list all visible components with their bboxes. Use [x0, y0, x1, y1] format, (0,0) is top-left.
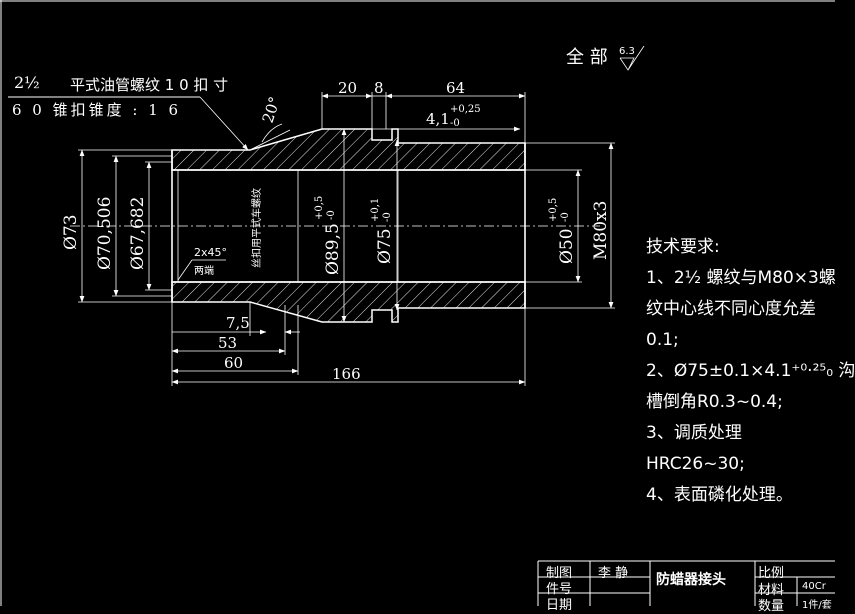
date-label: 日期 [546, 598, 573, 613]
inner-diameters: Ø89,5 +0,5 -0 Ø75 +0,1 -0 Ø50 +0,5 -0 M8… [314, 128, 615, 323]
dim-groove-tol-up: +0,25 [450, 104, 481, 115]
dim-m80x3: M80x3 [591, 201, 611, 260]
qty: 1件/套 [802, 600, 832, 611]
dim-phi89-up: +0,5 [314, 196, 325, 220]
notes-line-7: HRC26~30; [646, 454, 745, 474]
material-label: 材料 [758, 583, 785, 598]
notes-title: 技术要求: [646, 237, 720, 257]
dim-60: 60 [224, 354, 243, 372]
chamfer-note: 2x45° 两端 [177, 246, 227, 281]
thread-note-line2: 6 0 锥扣锥度 : 1 6 [12, 101, 181, 119]
notes-line-8: 4、表面磷化处理。 [646, 485, 793, 505]
drawn-by-label: 制图 [546, 566, 573, 581]
dim-phi73: Ø73 [61, 214, 81, 250]
title-block: 制图 李 静 件号 日期 防蜡器接头 比例 材料 40Cr 数量 1件/套 [538, 561, 835, 614]
roughness-value: 6.3 [619, 46, 635, 57]
dim-phi89: Ø89,5 [323, 223, 343, 275]
notes-line-4: 2、Ø75±0.1×4.1⁺⁰·²⁵₀ 沟 [646, 361, 855, 381]
dim-groove: 4,1 [426, 110, 450, 128]
dim-166: 166 [332, 365, 361, 383]
notes-line-1: 1、2½ 螺纹与M80×3螺 [646, 268, 836, 288]
notes-line-5: 槽倒角R0.3~0.4; [646, 392, 783, 412]
dim-phi75-low: -0 [382, 212, 393, 222]
dim-chamfer-note: 两端 [194, 264, 214, 277]
dim-phi50-low: -0 [560, 212, 571, 222]
thread-fraction: 2½ [14, 73, 40, 92]
qty-label: 数量 [758, 599, 785, 614]
dim-phi50-up: +0,5 [548, 198, 559, 222]
dim-7-5: 7,5 [226, 314, 250, 332]
dim-phi67: Ø67,682 [128, 197, 148, 270]
dim-chamfer: 2x45° [194, 246, 227, 259]
dim-8: 8 [374, 79, 384, 97]
dim-53: 53 [218, 334, 237, 352]
dim-64: 64 [446, 79, 465, 97]
drawn-by: 李 静 [598, 566, 629, 581]
notes-line-6: 3、调质处理 [646, 423, 742, 443]
thread-cut-label: 丝扣用平式车螺纹 [250, 188, 263, 268]
dim-phi75: Ø75 [375, 228, 395, 264]
drawing-border [0, 0, 835, 606]
angle-20: 20° [259, 94, 284, 125]
dim-phi75-up: +0,1 [370, 198, 381, 222]
dim-phi50: Ø50 [557, 228, 577, 264]
cad-drawing: 全 部 6.3 2½ 平式油管螺纹 1 0 扣 寸 6 0 锥扣锥度 : 1 6 [0, 0, 835, 606]
left-diameters: Ø73 Ø70,506 Ø67,682 [61, 149, 172, 303]
notes-line-3: 0.1; [646, 330, 679, 350]
dim-20: 20 [338, 79, 357, 97]
dim-phi70: Ø70,506 [95, 197, 115, 270]
dim-groove-tol-low: -0 [450, 118, 460, 129]
part-name: 防蜡器接头 [656, 572, 726, 588]
roughness-symbol-icon [619, 45, 645, 71]
part-no-label: 件号 [546, 582, 573, 597]
technical-requirements: 技术要求: 1、2½ 螺纹与M80×3螺 纹中心线不同心度允差 0.1; 2、Ø… [646, 232, 855, 511]
thread-spec-note: 2½ 平式油管螺纹 1 0 扣 寸 6 0 锥扣锥度 : 1 6 [8, 73, 249, 151]
dim-phi89-low: -0 [326, 210, 337, 220]
material: 40Cr [802, 581, 826, 592]
roughness-prefix: 全 部 [566, 47, 608, 68]
bottom-dimensions: 7,5 53 60 166 [171, 302, 526, 386]
roughness-mark: 全 部 6.3 [566, 45, 645, 71]
notes-line-2: 纹中心线不同心度允差 [646, 299, 816, 319]
title-block-grid [537, 560, 835, 606]
thread-note-line1: 平式油管螺纹 1 0 扣 寸 [70, 76, 228, 94]
part-section [70, 128, 600, 323]
scale-label: 比例 [758, 566, 785, 581]
